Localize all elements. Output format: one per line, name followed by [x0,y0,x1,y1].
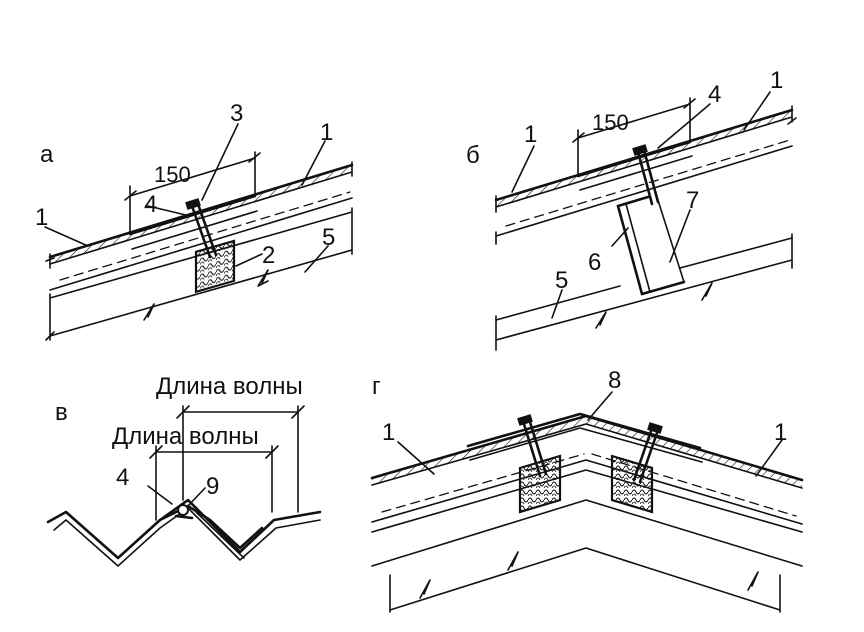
panel-g-callout-1-left: 1 [382,419,395,446]
panel-b: 150 б 1 1 4 5 6 7 [466,67,797,351]
panel-g-callout-1-right: 1 [774,419,787,446]
panel-g-wood-blocks [518,454,654,514]
panel-a-callout-3: 3 [230,100,243,127]
panel-b-callout-6: 6 [588,249,601,276]
panel-a-callout-4: 4 [144,191,157,218]
panel-b-roof-sheet [494,105,797,245]
panel-a: 150 а 1 1 2 3 4 5 [35,100,354,341]
panel-b-callout-5: 5 [555,267,568,294]
panel-v-callout-4: 4 [116,464,129,491]
panel-g-letter: г [372,373,381,400]
panel-g-ridge-beam [371,469,803,613]
panel-b-purlin [495,233,793,351]
panel-a-dimension: 150 [124,151,261,233]
panel-a-bolt [185,198,218,259]
panel-a-callout-2: 2 [262,242,275,269]
panel-a-dimension-label: 150 [154,162,191,187]
panel-g-bolts [517,414,663,484]
panel-v-callout-9: 9 [206,473,219,500]
panel-b-letter: б [466,142,480,169]
panel-v-wave-length-upper: Длина волны [156,373,303,400]
panel-g-callout-8: 8 [608,367,621,394]
panel-a-callout-5: 5 [322,224,335,251]
panel-a-callout-1-right: 1 [320,119,333,146]
panel-b-callout-1-right: 1 [770,67,783,94]
panel-b-callout-7: 7 [686,187,699,214]
panel-v: в Длина волны Длина волны 4 9 [46,373,322,567]
panel-b-dimension: 150 [572,97,696,175]
panel-b-callout-4: 4 [708,81,721,108]
panel-a-callout-1-left: 1 [35,204,48,231]
panel-v-bolt [174,504,194,520]
panel-b-callout-1-left: 1 [524,121,537,148]
panel-b-dimension-label: 150 [592,110,629,135]
panel-b-steel-channel [616,193,686,296]
panel-a-letter: а [40,141,54,168]
panel-v-dimensions [149,405,305,521]
panel-b-bolt [632,144,660,206]
panel-a-wood-block [194,239,236,294]
panel-v-letter: в [55,399,68,426]
panel-v-wave-length-lower: Длина волны [112,423,259,450]
panel-g: г 1 1 8 [370,367,804,613]
panel-g-roof-sheets [370,412,804,525]
